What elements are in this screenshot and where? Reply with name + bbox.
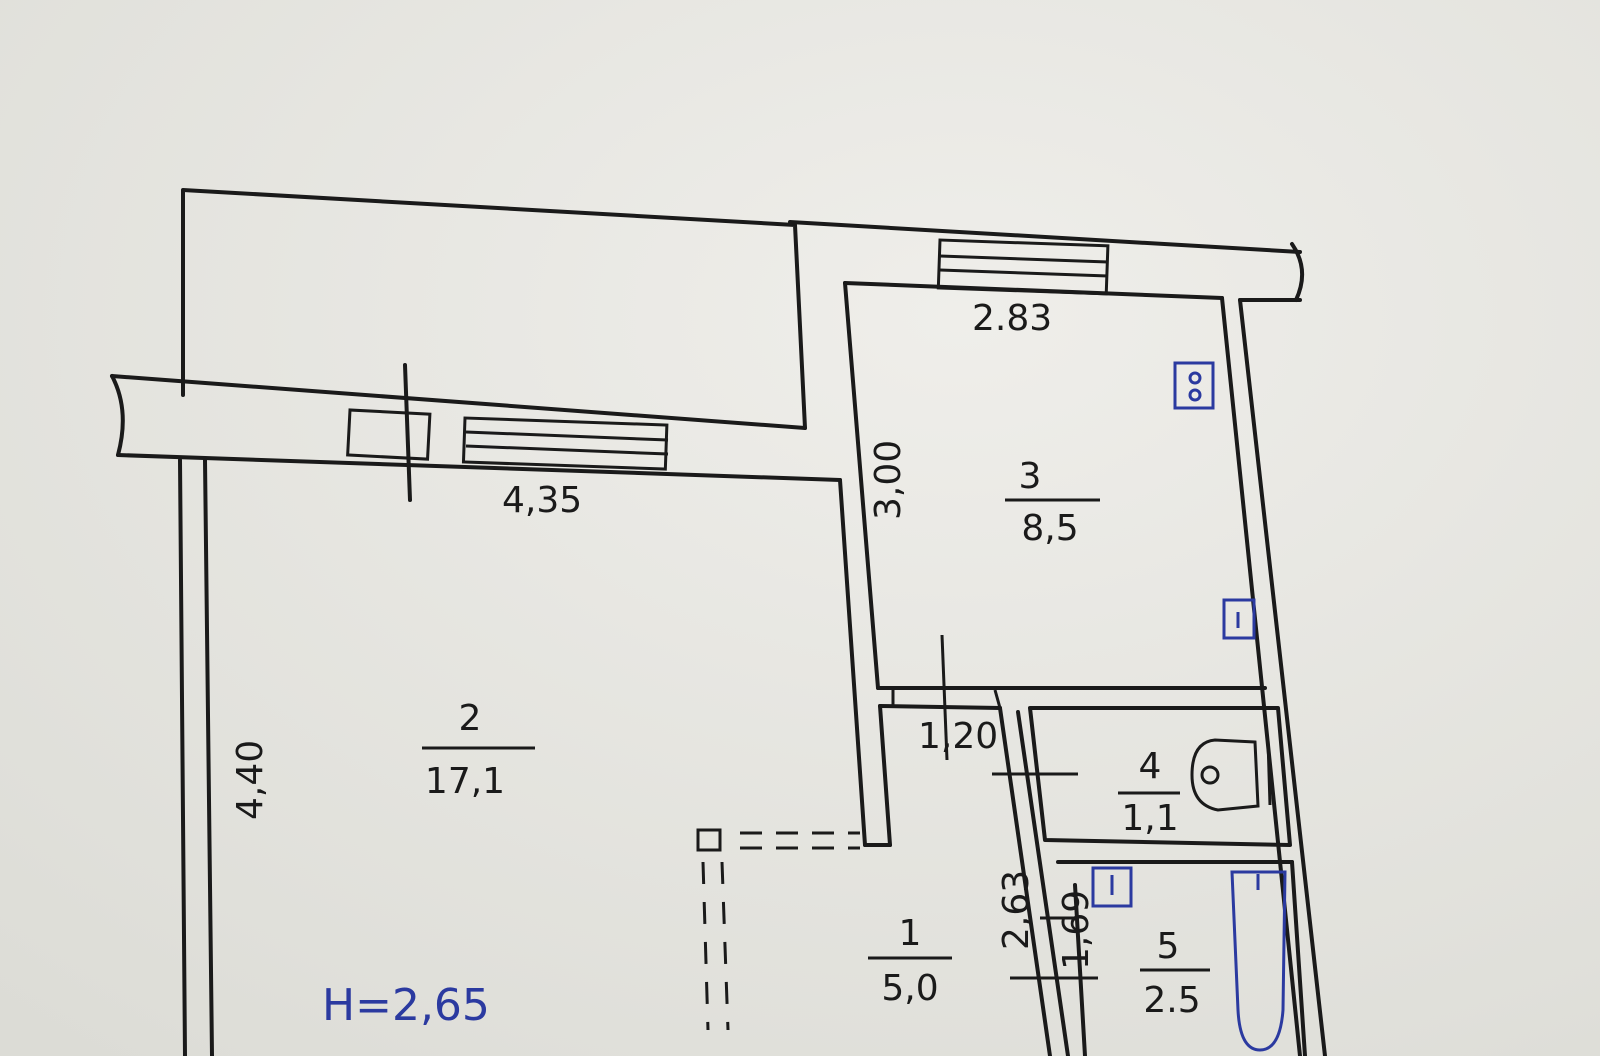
room-number: 4 bbox=[1139, 746, 1162, 787]
interior-walls bbox=[838, 281, 1307, 1056]
dim-room2-width: 4,35 bbox=[502, 480, 582, 521]
room-5-label: 5 2.5 bbox=[1140, 926, 1210, 1021]
stove-icon bbox=[1173, 361, 1215, 410]
room-number: 2 bbox=[459, 698, 482, 739]
room-3-label: 3 8,5 bbox=[1005, 456, 1100, 549]
room-number: 5 bbox=[1157, 926, 1180, 967]
dim-room2-length: 4,40 bbox=[230, 740, 271, 820]
dim-hall-length: 2,63 bbox=[996, 870, 1037, 950]
room-1-label: 1 5,0 bbox=[868, 913, 952, 1009]
room-area: 1,1 bbox=[1121, 798, 1178, 839]
dim-hall-width: 1,20 bbox=[918, 716, 998, 757]
room-number: 1 bbox=[899, 913, 922, 954]
balcony bbox=[181, 188, 807, 430]
bathtub-icon bbox=[1230, 870, 1287, 1052]
window-room3 bbox=[936, 238, 1110, 296]
room-number: 3 bbox=[1019, 456, 1042, 497]
dim-bath-length: 1,69 bbox=[1056, 890, 1097, 970]
window-room2 bbox=[346, 363, 669, 502]
room-area: 17,1 bbox=[425, 761, 505, 802]
toilet-icon bbox=[1190, 738, 1272, 812]
dimension-ticks bbox=[940, 634, 1098, 980]
room-2-label: 2 17,1 bbox=[422, 698, 535, 802]
archway-dashed bbox=[696, 828, 860, 1031]
sink-icon bbox=[1222, 598, 1256, 640]
room-4-label: 4 1,1 bbox=[1118, 746, 1180, 839]
ceiling-height: H=2,65 bbox=[322, 980, 490, 1031]
washbasin-icon bbox=[1091, 866, 1133, 908]
room-area: 2.5 bbox=[1143, 980, 1200, 1021]
room-area: 8,5 bbox=[1021, 508, 1078, 549]
dim-room3-length: 3,00 bbox=[868, 440, 909, 520]
room-area: 5,0 bbox=[881, 968, 938, 1009]
dim-room3-width: 2.83 bbox=[972, 298, 1052, 339]
